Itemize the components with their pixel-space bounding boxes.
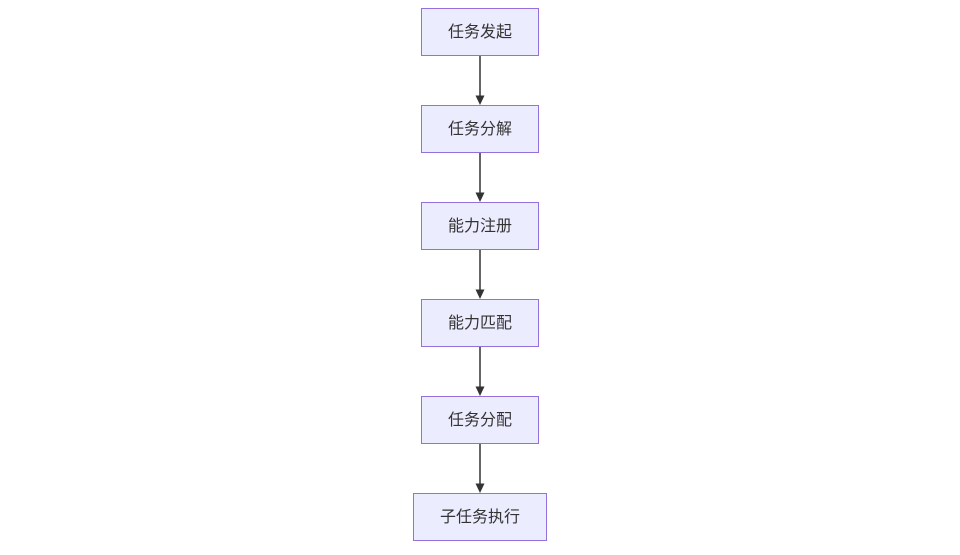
flow-arrow-down-icon — [475, 347, 485, 396]
flow-arrow-down-icon — [475, 444, 485, 493]
flow-arrow-down-icon — [475, 56, 485, 105]
flow-node-label: 能力匹配 — [447, 313, 512, 332]
flowchart: 任务发起 任务分解 能力注册 能力匹配 任务分配 子任务执行 — [0, 8, 960, 541]
flow-node-capability-register: 能力注册 — [420, 202, 539, 250]
flow-node-capability-match: 能力匹配 — [420, 299, 539, 347]
flow-node-label: 子任务执行 — [439, 507, 520, 526]
flow-arrow-down-icon — [475, 153, 485, 202]
flow-node-label: 能力注册 — [447, 216, 512, 235]
flow-node-label: 任务分配 — [447, 410, 512, 429]
flow-node-label: 任务发起 — [447, 22, 512, 41]
flow-node-label: 任务分解 — [447, 119, 512, 138]
flow-node-task-initiation: 任务发起 — [420, 8, 539, 56]
flow-arrow-down-icon — [475, 250, 485, 299]
flow-node-subtask-execution: 子任务执行 — [412, 493, 547, 541]
flow-node-task-decomposition: 任务分解 — [420, 105, 539, 153]
flow-node-task-assignment: 任务分配 — [420, 396, 539, 444]
